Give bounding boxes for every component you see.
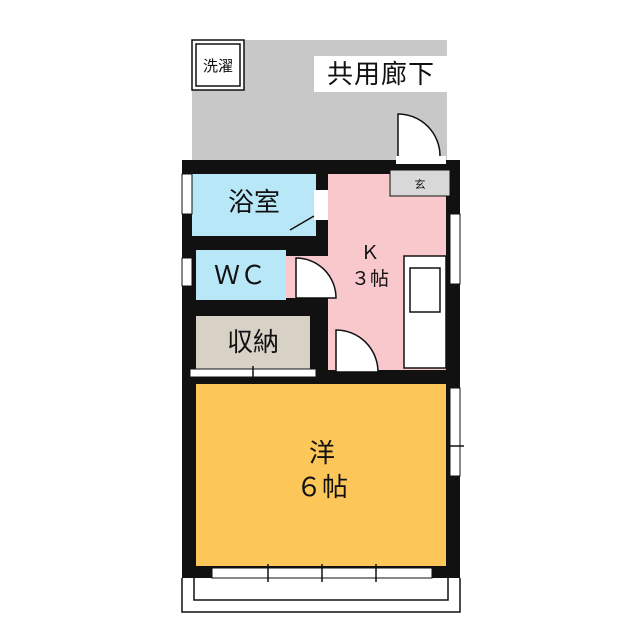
laundry-inner bbox=[195, 43, 241, 87]
kitchen-label-size: ３帖 bbox=[351, 268, 389, 290]
bath-door-gap bbox=[314, 190, 328, 220]
western-room bbox=[196, 384, 446, 566]
storage-label: 収納 bbox=[227, 328, 279, 358]
entrance-door-gap bbox=[396, 156, 446, 164]
bath-label-box bbox=[216, 182, 292, 220]
bath-window bbox=[181, 173, 193, 215]
entrance-area bbox=[389, 169, 451, 197]
bath-door-line bbox=[289, 215, 315, 231]
kitchen-label-name: Ｋ bbox=[360, 242, 379, 264]
western-window-right bbox=[449, 387, 461, 477]
entrance-label: 玄 bbox=[415, 177, 426, 191]
corridor-label: 共用廊下 bbox=[327, 60, 435, 90]
corridor-label-box bbox=[314, 56, 448, 92]
kitchen-sink bbox=[409, 267, 441, 313]
western-label-size: ６帖 bbox=[296, 473, 348, 503]
entrance-door-swing bbox=[397, 113, 441, 157]
bath-label: 浴室 bbox=[228, 188, 280, 218]
laundry-label: 洗濯 bbox=[203, 57, 233, 75]
balcony-inner-outline bbox=[193, 578, 449, 601]
kitchen-door-swing bbox=[335, 329, 379, 373]
interior-wall-bath-wc bbox=[192, 236, 316, 250]
wc-door-swing bbox=[295, 257, 337, 299]
western-label-name: 洋 bbox=[309, 439, 335, 469]
wc-room bbox=[196, 250, 286, 300]
balcony-outline bbox=[181, 578, 461, 613]
interior-wall-wc-storage bbox=[192, 300, 316, 316]
kitchen-window bbox=[449, 213, 461, 285]
storage-room bbox=[196, 316, 310, 370]
wc-label: ＷＣ bbox=[214, 261, 266, 291]
wc-window bbox=[181, 257, 193, 287]
